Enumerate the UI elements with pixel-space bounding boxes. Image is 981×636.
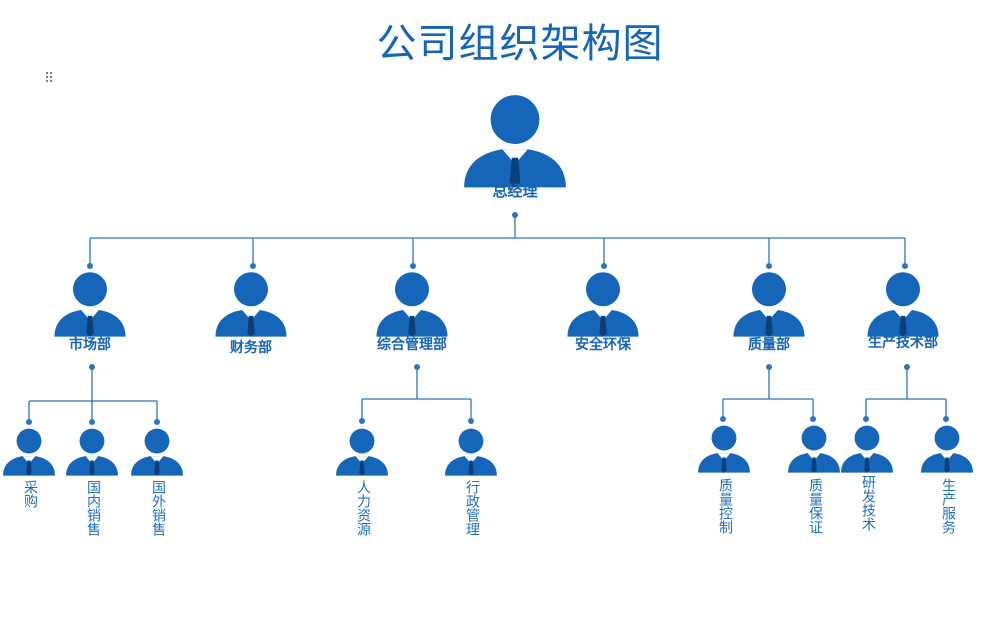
sub-label: 质量控制 xyxy=(717,478,733,534)
page-title: 公司组织架构图 xyxy=(376,21,664,67)
connector-dot xyxy=(89,419,95,425)
sub-label: 采购 xyxy=(22,480,38,508)
sub-label: 研发技术 xyxy=(860,475,876,531)
connector-dot xyxy=(359,418,365,424)
connector-dot xyxy=(943,416,949,422)
connector-dot xyxy=(810,416,816,422)
sub-label: 行政管理 xyxy=(464,480,480,536)
connector-dot xyxy=(250,263,256,269)
sub-person-icon xyxy=(787,424,841,478)
sub-person-icon xyxy=(65,427,119,481)
sub-person-icon xyxy=(335,427,389,481)
sub-person-icon xyxy=(840,424,894,478)
dept-label: 综合管理部 xyxy=(377,337,447,353)
connector-dot xyxy=(410,263,416,269)
dept-label: 市场部 xyxy=(69,337,111,353)
dept-person-icon xyxy=(53,270,127,344)
sub-person-icon xyxy=(697,424,751,478)
connector-dot xyxy=(902,263,908,269)
dept-label: 生产技术部 xyxy=(868,335,938,351)
sub-person-icon xyxy=(130,427,184,481)
dept-person-icon xyxy=(566,270,640,344)
dept-person-icon xyxy=(214,270,288,344)
sub-label: 国外销售 xyxy=(150,480,166,536)
sub-label: 质量保证 xyxy=(807,478,823,534)
connector-dot xyxy=(26,419,32,425)
connector-dot xyxy=(468,418,474,424)
connector-dot xyxy=(766,263,772,269)
connector-dot xyxy=(512,212,518,218)
dept-person-icon xyxy=(375,270,449,344)
connector-dot xyxy=(87,263,93,269)
connector-dot xyxy=(601,263,607,269)
sub-person-icon xyxy=(444,427,498,481)
root-label: 总经理 xyxy=(492,182,538,200)
sub-label: 生产服务 xyxy=(940,478,956,534)
dept-person-icon xyxy=(866,270,940,344)
sub-label: 人力资源 xyxy=(355,480,371,536)
connector-dot xyxy=(720,416,726,422)
dept-label: 质量部 xyxy=(748,337,790,353)
sub-person-icon xyxy=(920,424,974,478)
root-person-icon xyxy=(462,92,568,198)
connector-dot xyxy=(863,416,869,422)
dept-label: 财务部 xyxy=(230,340,272,356)
connector-dot xyxy=(154,419,160,425)
sub-person-icon xyxy=(2,427,56,481)
sub-label: 国内销售 xyxy=(85,480,101,536)
dept-label: 安全环保 xyxy=(575,337,631,353)
drag-handle-icon[interactable]: ⠿ xyxy=(44,71,54,87)
dept-person-icon xyxy=(732,270,806,344)
